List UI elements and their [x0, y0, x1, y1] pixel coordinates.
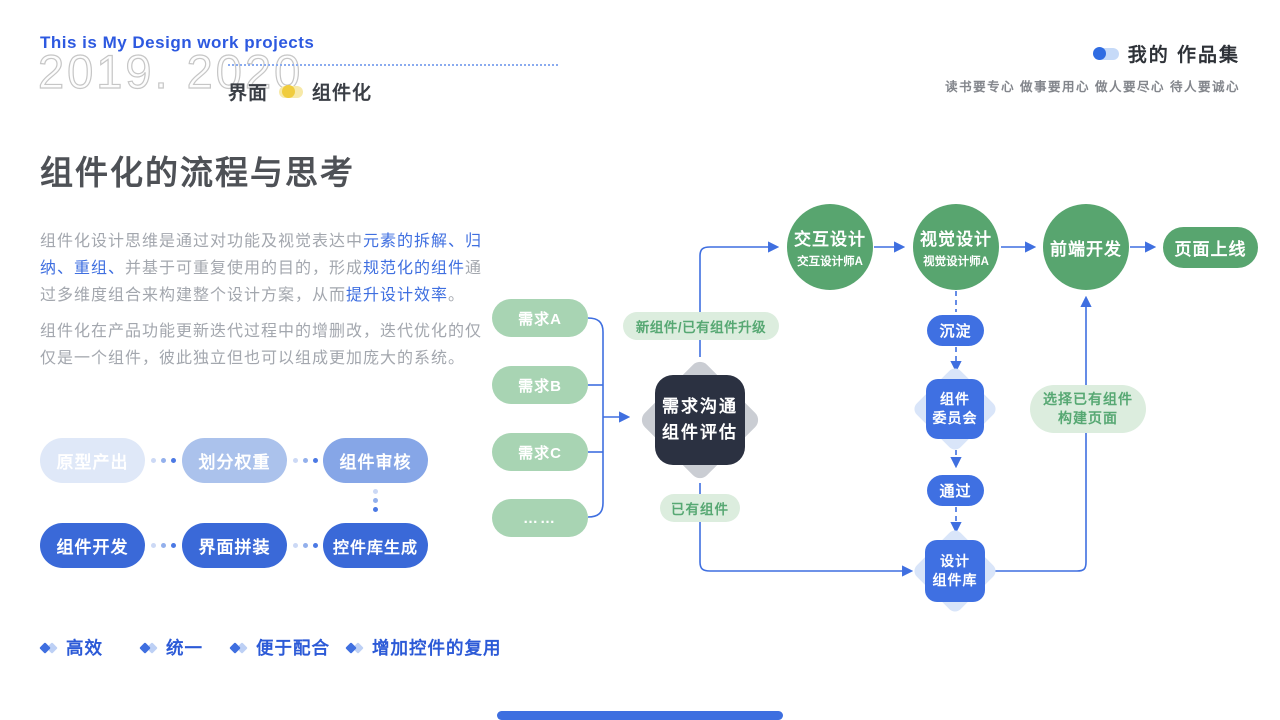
second-paragraph: 组件化在产品功能更新迭代过程中的增删改，迭代优化的仅仅是一个组件，彼此独立但也可…	[40, 323, 483, 367]
yellow-dot-icon	[277, 84, 304, 99]
pass-pill: 通过	[927, 475, 984, 506]
committee-line2: 委员会	[932, 410, 978, 426]
tagline-text: This is My Design work projects	[40, 33, 315, 52]
process-step-weighting: 划分权重	[182, 438, 287, 483]
badge-existing-component: 已有组件	[660, 494, 740, 522]
eval-node: 需求沟通 组件评估	[655, 375, 745, 465]
intro-highlight: 规范化的组件	[363, 260, 466, 277]
stage-title: 前端开发	[1050, 239, 1122, 259]
stage-title: 视觉设计	[920, 230, 992, 249]
dots-connector	[151, 543, 176, 548]
intro-segment: 并基于可重复使用的目的，形成	[125, 260, 364, 277]
logo-text: 我的 作品集	[1127, 45, 1240, 66]
stage-title: 交互设计	[794, 230, 866, 249]
category-label: 界面	[228, 83, 269, 104]
process-step-assemble: 界面拼装	[182, 523, 287, 568]
library-line2: 组件库	[932, 572, 978, 588]
requirement-pill-a: 需求A	[492, 299, 588, 337]
launch-pill: 页面上线	[1163, 227, 1258, 268]
bottom-accent-bar	[497, 711, 783, 720]
intro-segment: 。	[448, 287, 466, 304]
stage-subtitle: 交互设计师A	[797, 256, 863, 268]
years-text: 2019. 2020	[37, 44, 304, 98]
feature-label: 统一	[166, 638, 203, 658]
feature-label: 便于配合	[256, 638, 330, 658]
requirement-pill-b: 需求B	[492, 366, 588, 404]
intro-segment: 组件化设计思维是通过对功能及视觉表达中	[40, 233, 364, 250]
feature-item-cooperation: 便于配合	[229, 635, 330, 660]
committee-line1: 组件	[940, 391, 970, 407]
stage-circle-interaction-design: 交互设计 交互设计师A	[787, 204, 873, 290]
library-node: 设计 组件库	[925, 540, 985, 602]
process-step-develop: 组件开发	[40, 523, 145, 568]
logo-dot-icon	[1092, 46, 1119, 61]
intro-paragraph: 组件化设计思维是通过对功能及视觉表达中元素的拆解、归纳、重组、并基于可重复使用的…	[40, 228, 484, 309]
feature-item-reuse: 增加控件的复用	[345, 635, 502, 660]
logo-row: 我的 作品集	[1092, 40, 1240, 67]
feature-item-efficiency: 高效	[39, 635, 103, 660]
dots-connector-vertical	[373, 489, 378, 512]
dotted-divider	[228, 64, 558, 66]
eval-node-line1: 需求沟通	[662, 397, 738, 416]
badge-select-line1: 选择已有组件	[1043, 391, 1133, 407]
requirement-pill-more: ……	[492, 499, 588, 537]
requirement-pill-c: 需求C	[492, 433, 588, 471]
motto-text: 读书要专心 做事要用心 做人要尽心 待人要诚心	[945, 80, 1240, 94]
badge-select-line2: 构建页面	[1058, 410, 1118, 426]
stage-circle-frontend-dev: 前端开发	[1043, 204, 1129, 290]
stage-circle-visual-design: 视觉设计 视觉设计师A	[913, 204, 999, 290]
process-step-prototype: 原型产出	[40, 438, 145, 483]
intro-segment: 通过多维度组合来构建整个设计方案，从而	[40, 260, 483, 304]
dots-connector	[293, 458, 318, 463]
badge-new-component: 新组件/已有组件升级	[623, 312, 779, 340]
feature-item-unified: 统一	[139, 635, 203, 660]
page-title: 组件化的流程与思考	[40, 154, 355, 191]
feature-label: 高效	[66, 638, 103, 658]
committee-node: 组件 委员会	[926, 379, 984, 439]
library-line1: 设计	[940, 553, 970, 569]
dots-connector	[293, 543, 318, 548]
category-row: 界面 组件化	[228, 78, 372, 105]
process-step-review: 组件审核	[323, 438, 428, 483]
badge-select-component: 选择已有组件 构建页面	[1030, 385, 1146, 433]
stage-subtitle: 视觉设计师A	[923, 256, 989, 268]
sink-pill: 沉淀	[927, 315, 984, 346]
topic-label: 组件化	[312, 83, 373, 104]
feature-label: 增加控件的复用	[372, 638, 502, 658]
eval-node-line2: 组件评估	[662, 423, 738, 442]
dots-connector	[151, 458, 176, 463]
process-step-library: 控件库生成	[323, 523, 428, 568]
intro-highlight: 元素的拆解、归纳、重组、	[40, 233, 483, 277]
intro-highlight: 提升设计效率	[346, 287, 449, 304]
